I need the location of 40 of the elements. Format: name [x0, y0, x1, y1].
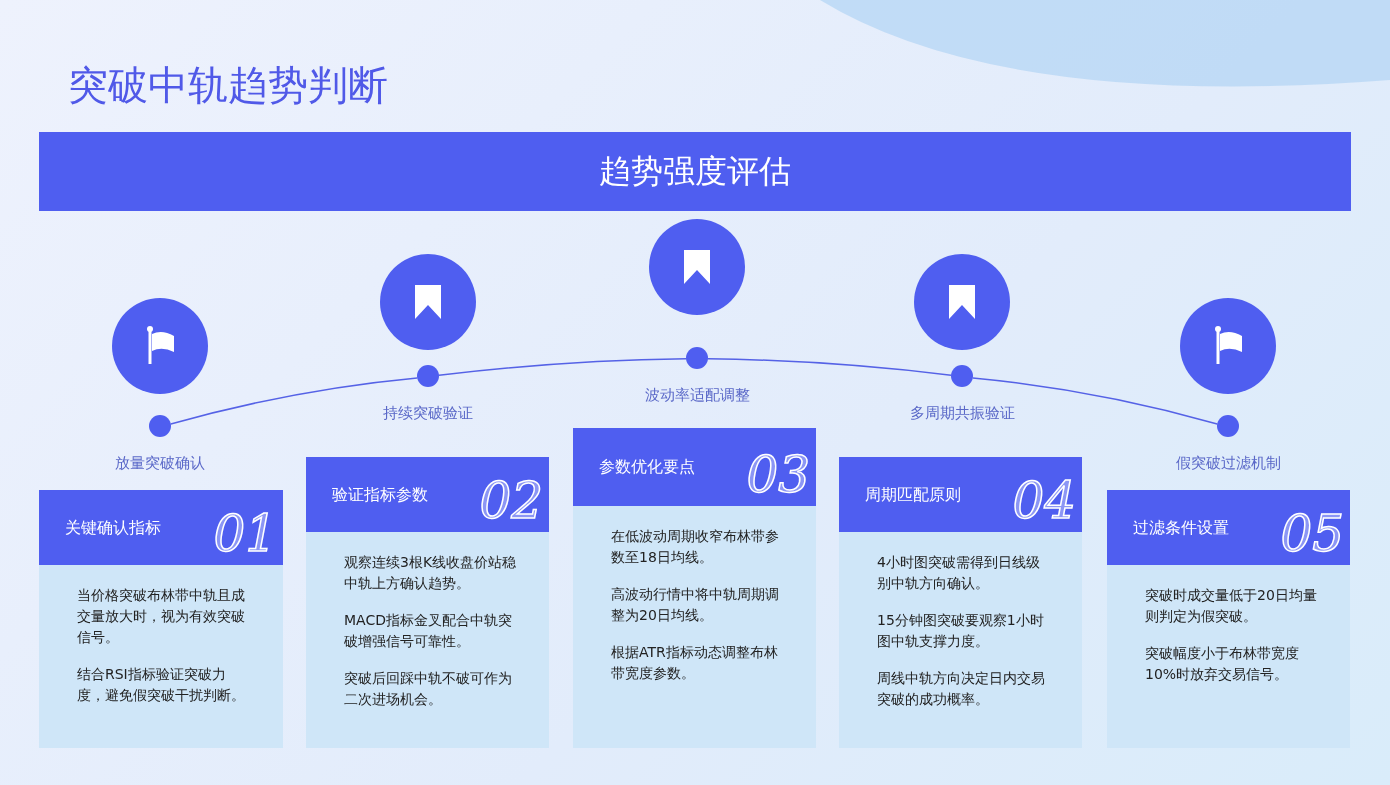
card-heading: 验证指标参数: [332, 484, 428, 505]
timeline-dot: [417, 365, 439, 387]
card-number: 02: [479, 472, 543, 530]
timeline-label: 波动率适配调整: [644, 386, 750, 405]
card-text: 突破后回踩中轨不破可作为二次进场机会。: [344, 669, 513, 709]
timeline-curve: [972, 377, 1218, 425]
card-text: 高波动行情中将中轨周期调整为20日均线。: [611, 585, 780, 625]
timeline-label: 多周期共振验证: [909, 404, 1015, 423]
card-heading: 过滤条件设置: [1133, 517, 1229, 538]
card-heading: 参数优化要点: [599, 456, 695, 478]
card-number: 03: [746, 446, 810, 504]
timeline-label: 放量突破确认: [115, 454, 205, 473]
timeline-curve: [170, 377, 418, 425]
card-text: 周线中轨方向决定日内交易突破的成功概率。: [877, 669, 1046, 709]
card-text: 当价格突破布林带中轨且成交量放大时，视为有效突破信号。: [77, 586, 246, 647]
card-text: 突破时成交量低于20日均量则判定为假突破。: [1145, 586, 1318, 626]
card-text: 观察连续3根K线收盘价站稳中轨上方确认趋势。: [344, 553, 518, 593]
timeline-dot: [951, 365, 973, 387]
card-text: 根据ATR指标动态调整布林带宽度参数。: [611, 643, 779, 683]
timeline-label: 持续突破验证: [383, 404, 473, 423]
card-text: 15分钟图突破要观察1小时图中轨支撑力度。: [877, 611, 1045, 651]
card-heading: 关键确认指标: [65, 517, 161, 538]
slide-title: 突破中轨趋势判断: [68, 61, 388, 110]
timeline-curve: [438, 358, 687, 376]
timeline-dot: [1217, 415, 1239, 437]
timeline-label: 假突破过滤机制: [1175, 454, 1281, 473]
card-text: MACD指标金叉配合中轨突破增强信号可靠性。: [344, 611, 513, 651]
card-heading: 周期匹配原则: [865, 484, 961, 505]
card-number: 01: [213, 505, 277, 563]
banner-heading: 趋势强度评估: [599, 150, 791, 192]
timeline-curve: [707, 358, 952, 376]
card-number: 04: [1012, 472, 1076, 530]
card-text: 结合RSI指标验证突破力度，避免假突破干扰判断。: [77, 665, 246, 705]
card-text: 4小时图突破需得到日线级别中轨方向确认。: [877, 553, 1041, 593]
card-text: 突破幅度小于布林带宽度10%时放弃交易信号。: [1145, 644, 1300, 684]
timeline-dot: [149, 415, 171, 437]
timeline-dot: [686, 347, 708, 369]
header-banner: [39, 132, 1351, 211]
card-number: 05: [1280, 505, 1344, 563]
card-text: 在低波动周期收窄布林带参数至18日均线。: [611, 527, 780, 567]
